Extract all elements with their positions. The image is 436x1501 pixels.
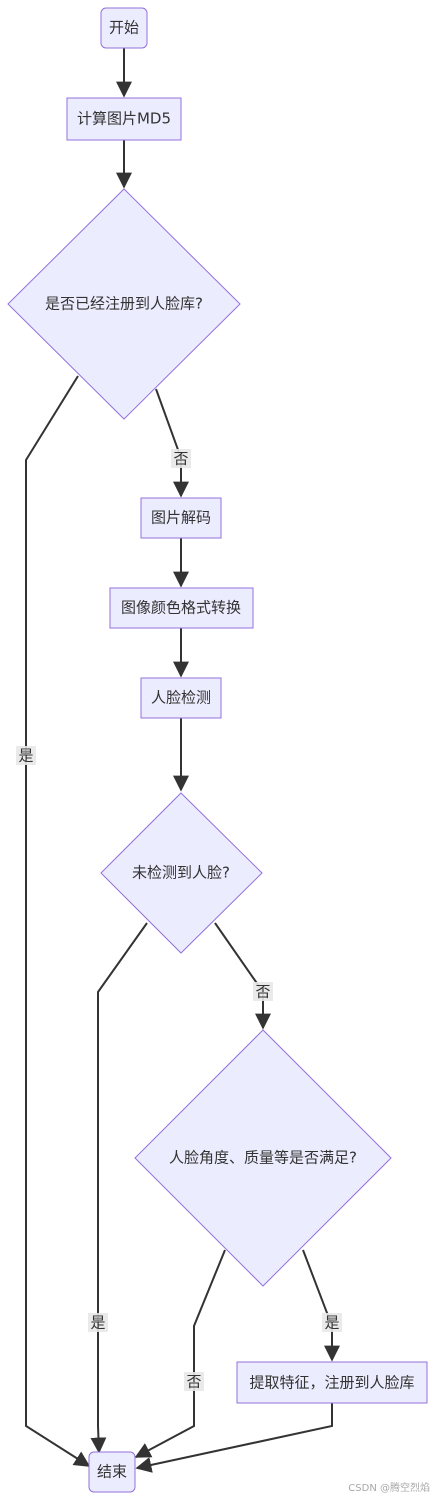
edge-registered-yes-end <box>25 375 91 1467</box>
svg-text:是: 是 <box>18 747 33 765</box>
node-detect[interactable]: 人脸检测 <box>140 677 222 719</box>
node-md5[interactable]: 计算图片MD5 <box>66 97 182 141</box>
edge-quality-yes-extract <box>302 1249 340 1362</box>
svg-text:计算图片MD5: 计算图片MD5 <box>77 110 171 128</box>
svg-text:结束: 结束 <box>97 1463 127 1481</box>
edge-label-noface-no: 否 <box>253 982 273 1001</box>
edge-registered-no-decode <box>155 388 189 498</box>
edge-noface-yes-end <box>90 922 148 1454</box>
edge-label-quality-no: 否 <box>184 1372 204 1391</box>
edge-label-quality-yes: 是 <box>322 1313 342 1332</box>
watermark-text: CSDN @腾空烈焰 <box>348 1481 430 1494</box>
edge-quality-no-end <box>134 1249 226 1458</box>
node-noface-decision[interactable]: 未检测到人脸? <box>100 792 263 954</box>
edge-label-registered-no: 否 <box>171 449 191 468</box>
edge-label-noface-yes: 是 <box>88 1313 108 1332</box>
svg-text:图像颜色格式转换: 图像颜色格式转换 <box>121 599 241 617</box>
svg-text:未检测到人脸?: 未检测到人脸? <box>132 864 230 882</box>
svg-text:是: 是 <box>324 1314 339 1332</box>
edge-extract-end <box>135 1403 333 1473</box>
svg-text:是否已经注册到人脸库?: 是否已经注册到人脸库? <box>45 295 203 313</box>
svg-text:提取特征，注册到人脸库: 提取特征，注册到人脸库 <box>249 1374 414 1392</box>
node-convert[interactable]: 图像颜色格式转换 <box>109 587 254 629</box>
node-registered-decision[interactable]: 是否已经注册到人脸库? <box>7 188 241 420</box>
edge-noface-no-quality <box>214 922 271 1030</box>
svg-text:人脸检测: 人脸检测 <box>151 689 211 707</box>
edge-label-registered-yes: 是 <box>16 746 36 765</box>
svg-text:否: 否 <box>255 983 270 1001</box>
svg-text:开始: 开始 <box>109 19 139 37</box>
svg-text:人脸角度、质量等是否满足?: 人脸角度、质量等是否满足? <box>169 1149 357 1167</box>
svg-text:否: 否 <box>173 450 188 468</box>
svg-text:是: 是 <box>90 1314 105 1332</box>
svg-text:图片解码: 图片解码 <box>151 509 211 527</box>
node-quality-decision[interactable]: 人脸角度、质量等是否满足? <box>134 1029 392 1287</box>
svg-text:否: 否 <box>186 1373 201 1391</box>
node-extract[interactable]: 提取特征，注册到人脸库 <box>236 1361 428 1404</box>
node-decode[interactable]: 图片解码 <box>140 497 222 539</box>
node-start[interactable]: 开始 <box>100 7 148 49</box>
node-end[interactable]: 结束 <box>88 1451 136 1493</box>
